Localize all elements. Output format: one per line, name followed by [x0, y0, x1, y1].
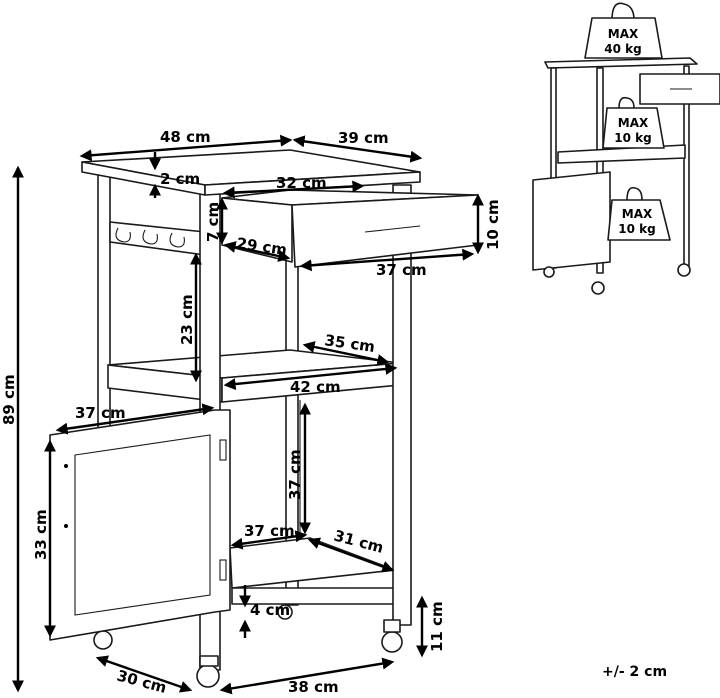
cabinet-door: [49, 409, 231, 641]
right-leg: [392, 184, 412, 626]
weight-icon-bottom: MAX 10 kg: [607, 186, 671, 241]
dim-drawer-front-width: 37 cm: [376, 261, 427, 279]
dim-door-height: 33 cm: [32, 509, 50, 560]
dim-cabinet-height: 37 cm: [286, 449, 304, 500]
load-middle-line1: MAX: [618, 116, 649, 130]
thumb-top: [544, 57, 698, 69]
hinge-bottom: [219, 559, 227, 581]
dim-drawer-inner-height: 7 cm: [204, 202, 222, 242]
dim-shelf-width: 42 cm: [290, 378, 341, 396]
thumb-door: [532, 171, 611, 271]
dim-wheel-height: 11 cm: [428, 601, 446, 652]
load-top-line1: MAX: [608, 27, 639, 41]
weight-icon-middle: MAX 10 kg: [602, 96, 665, 149]
tolerance-note: +/- 2 cm: [602, 664, 667, 680]
main-cart: 48 cm 39 cm 2 cm 32 cm 7 cm 29 cm 10 cm …: [0, 128, 502, 697]
load-capacity-thumbnail: MAX 40 kg MAX 10 kg MAX 10 kg: [532, 2, 720, 295]
dim-drawer-inner-width: 32 cm: [276, 174, 327, 192]
dim-base-depth: 30 cm: [115, 666, 169, 696]
load-top-line2: 40 kg: [604, 42, 641, 56]
drawer-handle-icon: [364, 225, 421, 233]
hinge-top: [219, 439, 227, 461]
load-middle-line2: 10 kg: [614, 131, 651, 145]
weight-icon-top: MAX 40 kg: [584, 2, 663, 59]
dim-shelf-depth: 35 cm: [323, 331, 376, 356]
door-panel: [74, 434, 211, 616]
dim-door-width: 37 cm: [75, 404, 126, 422]
wheel-icons: [93, 604, 403, 688]
dim-bottom-board: 4 cm: [250, 601, 290, 619]
dim-top-depth: 39 cm: [338, 129, 389, 147]
hook-icons: [115, 227, 185, 248]
dim-top-width: 48 cm: [160, 128, 211, 146]
load-bottom-line2: 10 kg: [618, 222, 655, 236]
dim-total-height: 89 cm: [0, 374, 18, 425]
dim-drawer-front-height: 10 cm: [484, 199, 502, 250]
dim-base-width: 38 cm: [288, 678, 339, 696]
dim-top-thickness: 2 cm: [160, 170, 200, 188]
dim-bottom-width: 37 cm: [244, 522, 295, 540]
dim-upper-clearance: 23 cm: [178, 294, 196, 345]
load-bottom-line1: MAX: [622, 207, 653, 221]
